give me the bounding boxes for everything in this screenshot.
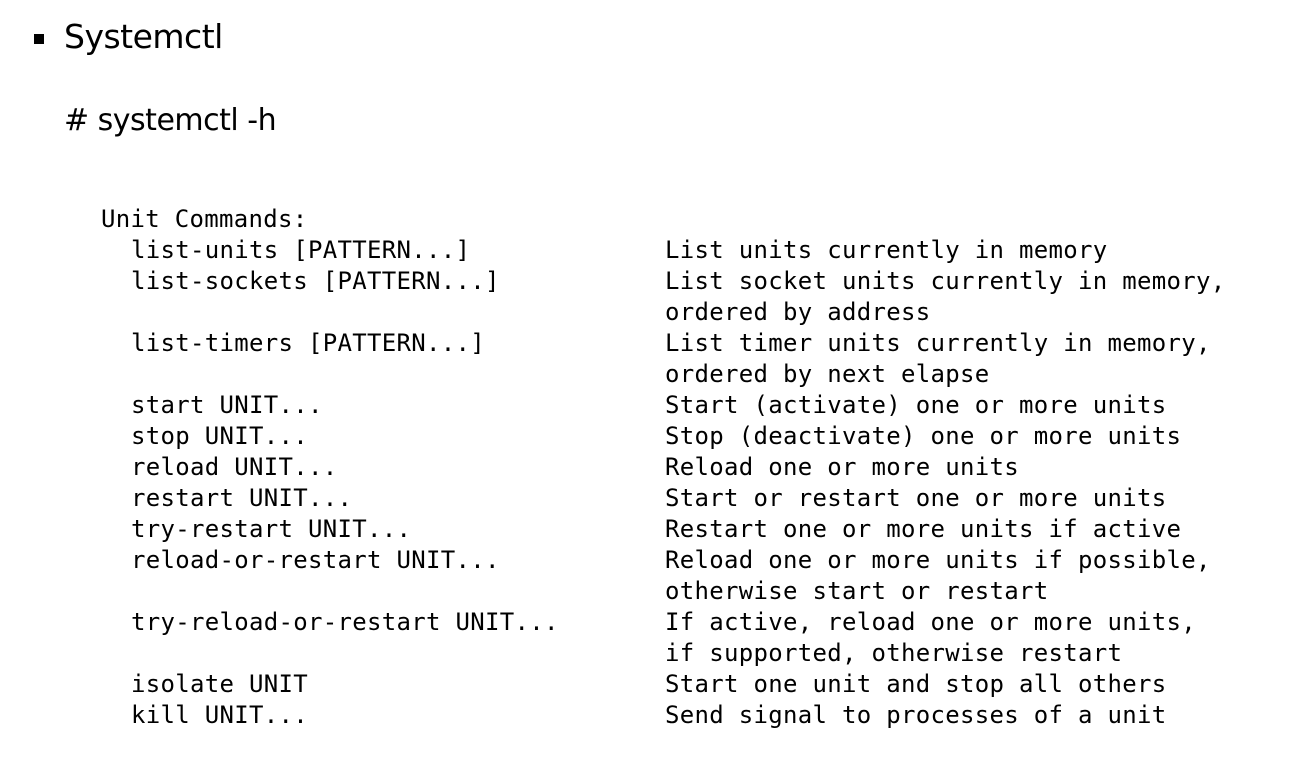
command-row: try-reload-or-restart UNIT... If active, … [101,607,1225,669]
command-name: try-reload-or-restart UNIT... [131,608,559,636]
command-description: If active, reload one or more units, if s… [665,607,1196,669]
command-description: List units currently in memory [665,235,1107,266]
command-description: Stop (deactivate) one or more units [665,421,1181,452]
command-row: start UNIT... Start (activate) one or mor… [101,390,1225,421]
command-description: Start one unit and stop all others [665,669,1166,700]
command-name: list-timers [PATTERN...] [131,329,485,357]
description-line: Reload one or more units [665,453,1019,481]
command-name: try-restart UNIT... [131,515,412,543]
description-line: ordered by next elapse [665,360,990,388]
command-row: isolate UNIT Start one unit and stop all … [101,669,1225,700]
command-description: List timer units currently in memory, ord… [665,328,1211,390]
command-description: Restart one or more units if active [665,514,1181,545]
description-line: Start (activate) one or more units [665,391,1167,419]
command-description: Send signal to processes of a unit [665,700,1166,731]
description-line: If active, reload one or more units, [665,608,1196,636]
slide-heading-row: Systemctl [34,12,223,62]
command-name: restart UNIT... [131,484,353,512]
command-list: list-units [PATTERN...] List units curren… [101,235,1225,731]
description-line: Start or restart one or more units [665,484,1167,512]
description-line: List socket units currently in memory, [665,267,1226,295]
command-row: list-sockets [PATTERN...] List socket uni… [101,266,1225,328]
command-row: try-restart UNIT... Restart one or more u… [101,514,1225,545]
command-name: list-units [PATTERN...] [131,236,471,264]
slide-heading: Systemctl [64,17,223,56]
description-line: ordered by address [665,298,931,326]
command-name: kill UNIT... [131,701,308,729]
command-name: reload UNIT... [131,453,338,481]
bullet-square-icon [34,34,44,44]
command-name: start UNIT... [131,391,323,419]
description-line: Reload one or more units if possible, [665,546,1211,574]
description-line: Stop (deactivate) one or more units [665,422,1182,450]
shell-command: # systemctl -h [64,103,277,138]
description-line: Send signal to processes of a unit [665,701,1167,729]
description-line: Start one unit and stop all others [665,670,1167,698]
section-title: Unit Commands: [101,205,308,233]
description-line: if supported, otherwise restart [665,639,1123,667]
description-line: otherwise start or restart [665,577,1049,605]
command-name: isolate UNIT [131,670,308,698]
command-row: reload-or-restart UNIT... Reload one or m… [101,545,1225,607]
command-description: Reload one or more units if possible, oth… [665,545,1211,607]
command-name: list-sockets [PATTERN...] [131,267,500,295]
command-row: list-timers [PATTERN...] List timer units… [101,328,1225,390]
command-description: Start (activate) one or more units [665,390,1166,421]
command-name: stop UNIT... [131,422,308,450]
command-row: list-units [PATTERN...] List units curren… [101,235,1225,266]
command-row: kill UNIT... Send signal to processes of … [101,700,1225,731]
command-row: restart UNIT... Start or restart one or m… [101,483,1225,514]
command-description: List socket units currently in memory, or… [665,266,1225,328]
command-description: Start or restart one or more units [665,483,1166,514]
command-row: stop UNIT... Stop (deactivate) one or mor… [101,421,1225,452]
command-description: Reload one or more units [665,452,1019,483]
description-line: List timer units currently in memory, [665,329,1211,357]
command-row: reload UNIT... Reload one or more units [101,452,1225,483]
description-line: Restart one or more units if active [665,515,1182,543]
command-name: reload-or-restart UNIT... [131,546,500,574]
terminal-output: Unit Commands: list-units [PATTERN...] Li… [101,204,1225,731]
description-line: List units currently in memory [665,236,1108,264]
